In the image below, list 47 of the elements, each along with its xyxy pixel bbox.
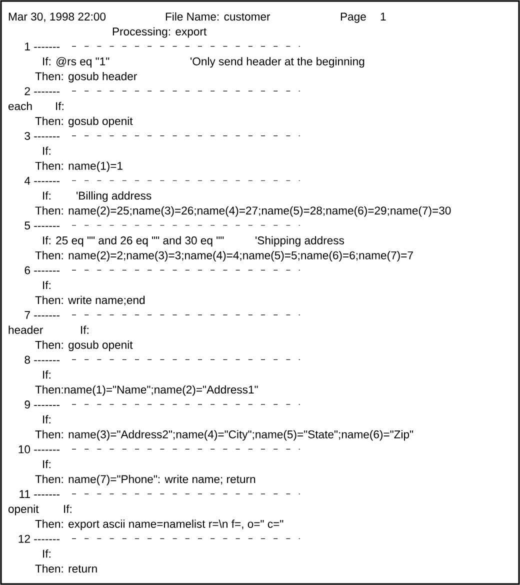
action-text: Then: name(2)=2;name(3)=3;name(4)=4;name(5)=5;name(6)=6;name(7)=7 (35, 251, 413, 262)
condition-text: If: (43, 280, 50, 290)
action-text: Then: gosub header (35, 72, 137, 83)
action-text: Then: name(3)="Address2";name(4)="City";name(5)="State";name(6)="Zip" (35, 430, 414, 441)
header-text: Page (340, 12, 366, 23)
comment-text: 'Shipping address (256, 236, 344, 247)
line-number: 4 ------- (24, 176, 60, 185)
condition-text: If: (56, 102, 64, 110)
condition-text: If: (43, 146, 50, 155)
condition-text: If: @rs eq "1" (43, 57, 110, 68)
label-text: each (8, 102, 32, 110)
line-number: 1 ------- (25, 42, 60, 50)
line-number: 5 ------- (24, 222, 60, 230)
line-number: 6 ------- (24, 266, 60, 274)
line-number: 11 ------- (20, 490, 60, 498)
condition-text: If: (43, 191, 50, 200)
action-text: Then:name(1)="Name";name(2)="Address1" (35, 385, 258, 396)
condition-text: If: 25 eq "" and 26 eq "" and 30 eq "" (43, 236, 224, 247)
action-text: Then: name(2)=25;name(3)=26;name(4)=27;name(5)=28;name(6)=29;name(7)=30 (35, 206, 451, 217)
condition-text: If: (43, 549, 50, 558)
condition-text: If: (43, 460, 50, 468)
line-number: 12 ------- (18, 534, 60, 543)
condition-text: If: (64, 504, 72, 513)
comment-text: 'Only send header at the beginning (190, 57, 364, 68)
label-text: openit (8, 504, 39, 516)
action-text: Then: return (35, 564, 97, 573)
header-text: Mar 30, 1998 22:00 (8, 12, 106, 22)
line-number: 9 ------- (24, 400, 60, 409)
comment-text: 'Billing address (76, 191, 152, 202)
action-text: Then: name(7)="Phone": write name; return (35, 474, 256, 486)
header-text: File Name: customer (166, 12, 270, 21)
line-number: 7 ------- (24, 311, 60, 319)
line-number: 3 ------- (24, 132, 60, 140)
action-text: Then: export ascii name=namelist r=\n f=, o=" c=" (35, 520, 284, 530)
condition-text: If: (43, 415, 50, 424)
condition-text: If: (43, 370, 50, 379)
label-text: header (8, 326, 43, 334)
page-number: 1 (380, 12, 386, 20)
action-text: Then: name(1)=1 (35, 162, 122, 172)
action-text: Then: gosub openit (35, 340, 133, 352)
action-text: Then: write name;end (35, 296, 145, 306)
action-text: Then: gosub openit (35, 116, 133, 128)
line-number: 2 ------- (24, 87, 60, 96)
condition-text: If: (81, 326, 88, 334)
header-text: Processing: export (112, 27, 207, 38)
line-number: 10 ------- (18, 445, 60, 454)
line-number: 8 ------- (24, 356, 60, 364)
